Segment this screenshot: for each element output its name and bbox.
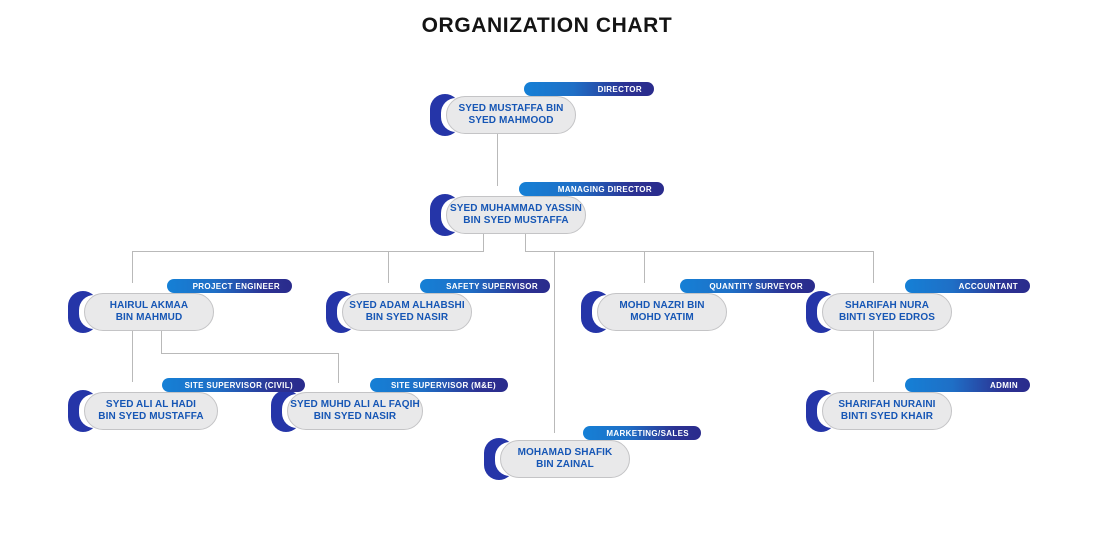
node-body-accountant[interactable]: SHARIFAH NURA BINTI SYED EDROS — [822, 293, 952, 331]
node-name-line1-marketing-sales: MOHAMAD SHAFIK — [517, 447, 613, 458]
connector-md-left-stub — [483, 228, 484, 252]
node-name-line2-quantity-surveyor: MOHD YATIM — [630, 312, 694, 323]
node-body-director[interactable]: SYED MUSTAFFA BIN SYED MAHMOOD — [446, 96, 576, 134]
connector-bus-right — [525, 251, 874, 252]
node-name-line2-managing-director: BIN SYED MUSTAFFA — [463, 215, 569, 226]
connector-pe-to-site-me-bus — [161, 353, 339, 354]
role-label-safety-supervisor: SAFETY SUPERVISOR — [420, 279, 550, 293]
node-name-line2-site-supervisor-civil: BIN SYED MUSTAFFA — [98, 411, 204, 422]
node-body-site-supervisor-civil[interactable]: SYED ALI AL HADI BIN SYED MUSTAFFA — [84, 392, 218, 430]
node-name-line1-admin: SHARIFAH NURAINI — [838, 399, 936, 410]
node-body-managing-director[interactable]: SYED MUHAMMAD YASSIN BIN SYED MUSTAFFA — [446, 196, 586, 234]
role-label-accountant: ACCOUNTANT — [905, 279, 1030, 293]
node-body-project-engineer[interactable]: HAIRUL AKMAA BIN MAHMUD — [84, 293, 214, 331]
connector-director-to-managing-director — [497, 128, 498, 186]
role-label-site-supervisor-me: SITE SUPERVISOR (M&E) — [370, 378, 508, 392]
node-name-line1-quantity-surveyor: MOHD NAZRI BIN — [619, 300, 705, 311]
role-label-marketing-sales: MARKETING/SALES — [583, 426, 701, 440]
node-name-line1-safety-supervisor: SYED ADAM ALHABSHI — [349, 300, 465, 311]
connector-pe-to-site-me-drop — [338, 353, 339, 383]
node-body-safety-supervisor[interactable]: SYED ADAM ALHABSHI BIN SYED NASIR — [342, 293, 472, 331]
node-name-line2-safety-supervisor: BIN SYED NASIR — [365, 312, 449, 323]
node-name-line1-accountant: SHARIFAH NURA — [844, 300, 930, 311]
connector-bus-left — [132, 251, 484, 252]
node-name-line2-director: SYED MAHMOOD — [468, 115, 554, 126]
node-body-quantity-surveyor[interactable]: MOHD NAZRI BIN MOHD YATIM — [597, 293, 727, 331]
node-name-line2-project-engineer: BIN MAHMUD — [115, 312, 183, 323]
role-label-site-supervisor-civil: SITE SUPERVISOR (CIVIL) — [162, 378, 305, 392]
connector-drop-quantity-surveyor — [644, 251, 645, 283]
node-name-line1-site-supervisor-civil: SYED ALI AL HADI — [105, 399, 197, 410]
node-body-marketing-sales[interactable]: MOHAMAD SHAFIK BIN ZAINAL — [500, 440, 630, 478]
role-label-admin: ADMIN — [905, 378, 1030, 392]
role-label-project-engineer: PROJECT ENGINEER — [167, 279, 292, 293]
node-name-line2-admin: BINTI SYED KHAIR — [840, 411, 934, 422]
connector-drop-accountant — [873, 251, 874, 283]
page-title: ORGANIZATION CHART — [421, 14, 673, 37]
connector-pe-to-site-me-stub — [161, 322, 162, 353]
node-name-line2-accountant: BINTI SYED EDROS — [838, 312, 936, 323]
node-body-site-supervisor-me[interactable]: SYED MUHD ALI AL FAQIH BIN SYED NASIR — [287, 392, 423, 430]
node-name-line2-marketing-sales: BIN ZAINAL — [536, 459, 594, 470]
connector-pe-to-site-civil — [132, 322, 133, 382]
connector-md-right-stub — [525, 228, 526, 252]
node-name-line1-managing-director: SYED MUHAMMAD YASSIN — [449, 203, 583, 214]
node-name-line1-director: SYED MUSTAFFA BIN — [458, 103, 564, 114]
connector-accountant-to-admin — [873, 322, 874, 382]
connector-drop-project-engineer — [132, 251, 133, 283]
role-label-director: DIRECTOR — [524, 82, 654, 96]
role-label-managing-director: MANAGING DIRECTOR — [519, 182, 664, 196]
connector-drop-marketing-sales — [554, 251, 555, 433]
connector-drop-safety-supervisor — [388, 251, 389, 283]
role-label-quantity-surveyor: QUANTITY SURVEYOR — [680, 279, 815, 293]
node-body-admin[interactable]: SHARIFAH NURAINI BINTI SYED KHAIR — [822, 392, 952, 430]
node-name-line1-site-supervisor-me: SYED MUHD ALI AL FAQIH — [290, 399, 420, 410]
node-name-line1-project-engineer: HAIRUL AKMAA — [109, 300, 189, 311]
node-name-line2-site-supervisor-me: BIN SYED NASIR — [313, 411, 397, 422]
